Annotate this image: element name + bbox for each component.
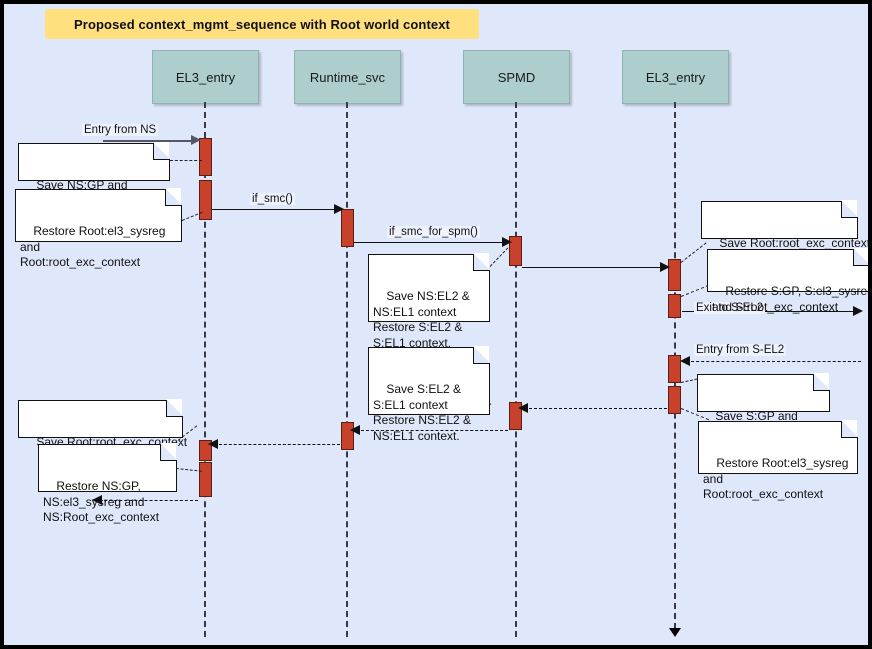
- note-leader-3: [489, 247, 509, 267]
- activation-bar-runtime-svc-1: [341, 209, 354, 247]
- note-leader-5: [680, 284, 710, 297]
- message-line-entry-from-s-el2: [686, 361, 861, 362]
- message-label-if-smc: if_smc(): [250, 193, 295, 205]
- participant-label: SPMD: [497, 69, 536, 85]
- participant-spmd[interactable]: SPMD: [463, 50, 570, 104]
- note-save-root-exc-context-top: Save Root:root_exc_context: [701, 200, 868, 250]
- note-save-ns-el2: Save NS:EL2 & NS:EL1 context Restore S:E…: [368, 253, 490, 350]
- note-fold-icon: [473, 346, 490, 364]
- arrowhead-icon-exit-to-s-el2: [853, 306, 863, 316]
- note-text: Save S:EL2 & S:EL1 context Restore NS:EL…: [373, 382, 472, 443]
- arrowhead-icon-el3-s-to-spmd: [518, 403, 528, 413]
- arrowhead-icon-if-smc: [334, 204, 344, 214]
- note-fold-icon: [473, 253, 490, 271]
- note-text: Restore Root:el3_sysreg and Root:root_ex…: [703, 456, 849, 501]
- participant-el3-entry-ns[interactable]: EL3_entry: [152, 50, 259, 104]
- message-line-if-smc-for-spm: [354, 242, 507, 243]
- note-restore-s-gp: Restore S:GP, S:el3_sysreg and S:root_ex…: [707, 248, 868, 314]
- note-fold-icon: [160, 443, 177, 461]
- activation-bar-el3-s-2: [668, 294, 681, 318]
- arrowhead-icon-entry-from-ns: [191, 135, 201, 145]
- note-fold-icon: [841, 420, 858, 438]
- message-label-entry-from-s-el2: Entry from S-EL2: [694, 344, 787, 356]
- note-save-s-gp: Save S:GP and S:root_exc_context: [697, 373, 830, 439]
- note-text: Save NS:EL2 & NS:EL1 context Restore S:E…: [373, 289, 470, 350]
- activation-bar-el3-ns-1: [199, 138, 212, 176]
- note-save-s-el2: Save S:EL2 & S:EL1 context Restore NS:EL…: [368, 346, 490, 443]
- note-text: Restore NS:GP, NS:el3_sysreg and NS:Root…: [43, 479, 160, 524]
- message-line-el3-s-to-spmd: [524, 408, 667, 409]
- participant-label: EL3_entry: [645, 69, 706, 85]
- note-fold-icon: [153, 142, 170, 160]
- arrowhead-icon-runtime-svc-to-el3-ns: [208, 439, 218, 449]
- note-fold-icon: [165, 188, 182, 206]
- activation-bar-el3-s-3: [668, 355, 681, 383]
- note-leader-1: [170, 160, 202, 161]
- activation-bar-el3-ns-4: [199, 462, 212, 497]
- message-line-exit-to-s-el2: [682, 311, 857, 312]
- participant-el3-entry-s[interactable]: EL3_entry: [622, 50, 729, 104]
- arrowhead-icon-entry-from-s-el2: [680, 356, 690, 366]
- note-leader-10: [175, 468, 202, 472]
- note-restore-root-el3-sysreg: Restore Root:el3_sysreg and Root:root_ex…: [15, 188, 182, 269]
- arrowhead-icon-spmd-to-runtime-svc: [350, 425, 360, 435]
- message-label-if-smc-for-spm: if_smc_for_spm(): [387, 226, 480, 238]
- note-save-ns-gp: Save NS:GP and NS:Root_exc_context: [18, 142, 170, 208]
- message-line-exit-to-ns: [99, 500, 198, 501]
- note-text: Restore Root:el3_sysreg and Root:root_ex…: [20, 224, 166, 269]
- note-fold-icon: [813, 373, 830, 391]
- note-text: Restore S:GP, S:el3_sysreg and S:root_ex…: [712, 284, 872, 314]
- message-line-if-smc: [212, 209, 336, 210]
- note-restore-root-el3-sysreg-s: Restore Root:el3_sysreg and Root:root_ex…: [698, 420, 858, 501]
- participant-runtime-svc[interactable]: Runtime_svc: [294, 50, 401, 104]
- diagram-title-banner: Proposed context_mgmt_sequence with Root…: [45, 9, 479, 39]
- arrowhead-icon-if-smc-for-spm: [502, 237, 512, 247]
- activation-bar-el3-s-1: [668, 259, 681, 291]
- message-line-runtime-svc-to-el3-ns: [214, 444, 340, 445]
- lifeline-spmd: [515, 102, 517, 637]
- arrowhead-icon-spmd-to-el3-s: [660, 262, 670, 272]
- lifeline-end-arrow-icon: [669, 628, 681, 637]
- message-label-entry-from-ns: Entry from NS: [82, 124, 159, 136]
- lifeline-el3-entry-ns: [204, 102, 206, 637]
- participant-label: EL3_entry: [175, 69, 236, 85]
- participant-label: Runtime_svc: [309, 69, 386, 85]
- activation-bar-el3-ns-2: [199, 180, 212, 220]
- note-leader-4: [680, 242, 707, 263]
- message-line-entry-from-ns: [103, 140, 193, 142]
- note-save-root-exc-context-bottom: Save Root:root_exc_context: [18, 399, 187, 449]
- note-fold-icon: [841, 200, 858, 218]
- message-line-spmd-to-runtime-svc: [356, 430, 508, 431]
- activation-bar-el3-s-4: [668, 386, 681, 414]
- activation-bar-spmd-1: [509, 236, 522, 266]
- arrowhead-icon-exit-to-ns: [92, 495, 102, 505]
- note-restore-ns-gp: Restore NS:GP, NS:el3_sysreg and NS:Root…: [38, 443, 177, 524]
- note-fold-icon: [853, 248, 868, 266]
- message-label-exit-to-s-el2: Exit to S-EL2: [694, 302, 766, 314]
- note-text: Save Root:root_exc_context: [719, 236, 871, 250]
- lifeline-runtime-svc: [346, 102, 348, 637]
- message-line-spmd-to-el3-s: [522, 267, 665, 268]
- note-fold-icon: [166, 399, 183, 417]
